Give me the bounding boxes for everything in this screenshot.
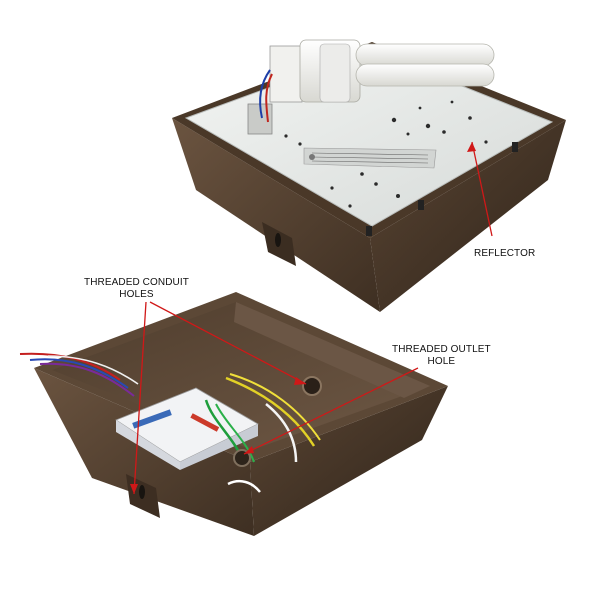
threaded-conduit-holes-label: THREADED CONDUIT HOLES <box>84 277 189 301</box>
leader-lines <box>133 141 493 495</box>
cfl-lamp <box>299 39 495 103</box>
reflector-leader <box>471 141 493 237</box>
reflector-holes <box>252 100 488 208</box>
wire-yellow <box>229 373 321 441</box>
reflector-label: REFLECTOR <box>474 248 535 260</box>
reflector-clip <box>512 142 518 152</box>
leader-arrowheads <box>130 142 476 494</box>
conduit-arrowhead <box>294 377 306 385</box>
wire-white <box>265 403 298 463</box>
conduit-leader-2 <box>133 301 147 495</box>
wire-green <box>215 403 255 463</box>
conduit-arrowhead <box>130 484 138 494</box>
top-fixture <box>172 39 566 312</box>
threaded-conduit-label-line1: THREADED CONDUIT <box>84 277 189 288</box>
outlet-leader <box>243 367 419 455</box>
bottom-housing-left-side <box>34 368 254 536</box>
lamp-socket-base <box>269 45 303 103</box>
threaded-outlet-hole-label: THREADED OUTLET HOLE <box>392 344 491 368</box>
conduit-leader-1 <box>149 301 307 385</box>
tab-slot <box>139 485 145 499</box>
interior-back-wall <box>234 302 430 398</box>
threaded-conduit-label-line2: HOLES <box>119 289 154 300</box>
external-wire-purple <box>39 362 135 397</box>
wire-white <box>227 480 261 493</box>
reflector-label-text: REFLECTOR <box>474 248 536 259</box>
label-logo <box>309 154 315 160</box>
reflector-clip <box>366 226 372 236</box>
threaded-outlet-label-line2: HOLE <box>427 356 456 367</box>
bottom-fixture <box>19 292 448 536</box>
lamp-wire <box>259 69 271 119</box>
threaded-outlet-label-line1: THREADED OUTLET <box>392 344 491 355</box>
tab-slot <box>275 233 281 247</box>
lamp-wire <box>265 73 273 123</box>
wire-yellow <box>225 376 316 447</box>
external-wire-white <box>47 355 139 385</box>
reflector-clip <box>418 200 424 210</box>
external-wire-blue <box>29 358 129 389</box>
bottom-housing-right-side <box>250 386 448 536</box>
threaded-outlet-hole <box>302 376 322 396</box>
reflector-arrowhead <box>467 142 476 152</box>
top-housing-right-side <box>370 120 566 312</box>
bottom-housing-interior <box>52 302 430 450</box>
top-housing-left-side <box>172 118 380 312</box>
outlet-arrowhead <box>244 446 254 454</box>
conduit-fitting <box>233 449 251 467</box>
